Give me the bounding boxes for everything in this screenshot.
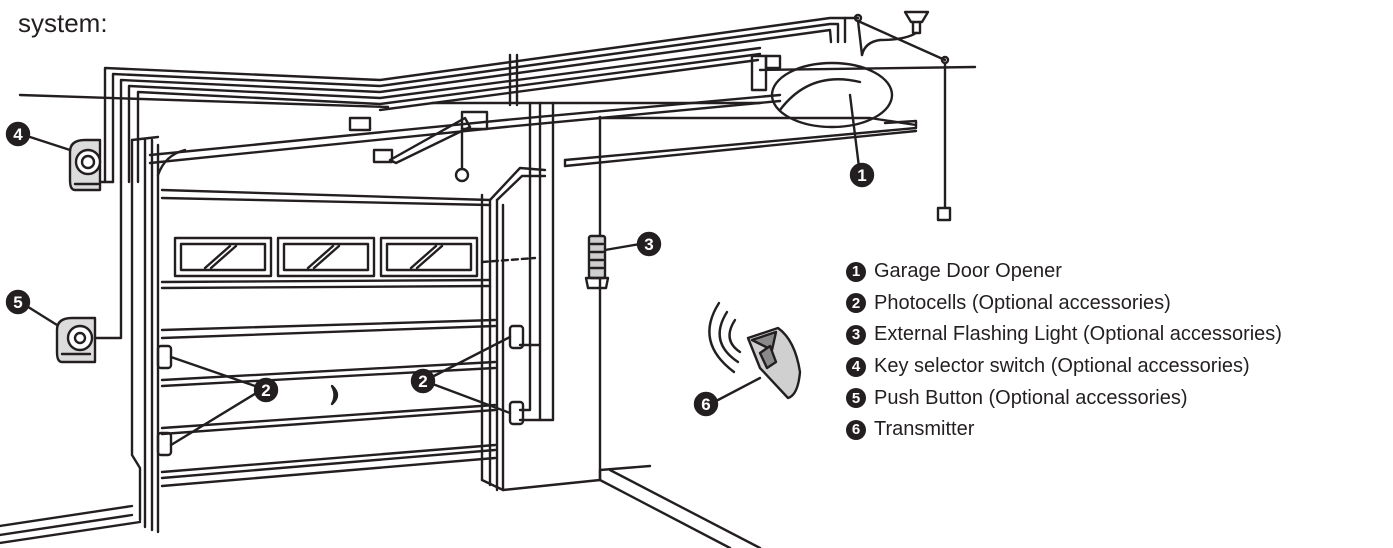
callout-3-label: 3 bbox=[644, 235, 653, 254]
external-flashing-light bbox=[584, 234, 642, 290]
garage-door-panels bbox=[160, 188, 497, 488]
floor-lines bbox=[0, 464, 762, 548]
callout-1: 1 bbox=[849, 162, 875, 188]
callout-1-label: 1 bbox=[857, 166, 866, 185]
callout-2-left-label: 2 bbox=[261, 381, 270, 400]
component-legend: 1 Garage Door Opener 2 Photocells (Optio… bbox=[846, 256, 1282, 446]
callout-4-label: 4 bbox=[13, 125, 23, 144]
legend-label: Key selector switch (Optional accessorie… bbox=[874, 355, 1250, 378]
legend-number: 4 bbox=[846, 356, 866, 377]
legend-number: 3 bbox=[846, 324, 866, 345]
legend-label: Photocells (Optional accessories) bbox=[874, 291, 1171, 314]
opener-rail bbox=[148, 53, 782, 183]
door-frame-left bbox=[130, 135, 187, 534]
ceiling-lines bbox=[18, 16, 977, 184]
key-selector-switch bbox=[28, 135, 115, 192]
transmitter-remote bbox=[708, 301, 802, 402]
legend-number: 6 bbox=[846, 419, 866, 440]
moon-icon bbox=[330, 384, 339, 406]
push-button-device bbox=[23, 180, 123, 364]
callout-4: 4 bbox=[5, 121, 31, 147]
callout-3: 3 bbox=[636, 231, 662, 257]
callout-5: 5 bbox=[5, 289, 31, 315]
legend-item-transmitter: 6 Transmitter bbox=[846, 414, 1282, 446]
legend-label: Garage Door Opener bbox=[874, 260, 1062, 283]
door-frame-right bbox=[480, 166, 547, 492]
legend-number: 2 bbox=[846, 293, 866, 314]
callout-2-left: 2 bbox=[253, 377, 279, 403]
legend-item-key-selector-switch: 4 Key selector switch (Optional accessor… bbox=[846, 351, 1282, 383]
wiring bbox=[480, 101, 555, 422]
legend-item-garage-door-opener: 1 Garage Door Opener bbox=[846, 256, 1282, 288]
callout-5-label: 5 bbox=[13, 293, 22, 312]
legend-label: Transmitter bbox=[874, 418, 975, 441]
legend-item-external-flashing-light: 3 External Flashing Light (Optional acce… bbox=[846, 319, 1282, 351]
garage-door-opener-unit bbox=[750, 54, 894, 177]
ceiling-lamp bbox=[843, 10, 952, 222]
legend-item-photocells: 2 Photocells (Optional accessories) bbox=[846, 288, 1282, 320]
callout-2-right: 2 bbox=[410, 368, 436, 394]
legend-number: 1 bbox=[846, 261, 866, 282]
callout-6: 6 bbox=[693, 391, 719, 417]
photocells bbox=[156, 324, 525, 457]
legend-item-push-button: 5 Push Button (Optional accessories) bbox=[846, 382, 1282, 414]
ceiling-beam bbox=[430, 101, 918, 482]
legend-label: External Flashing Light (Optional access… bbox=[874, 323, 1282, 346]
door-windows bbox=[173, 236, 479, 278]
diagram-caption: system: bbox=[18, 8, 108, 38]
legend-label: Push Button (Optional accessories) bbox=[874, 386, 1188, 409]
callout-2-right-label: 2 bbox=[418, 372, 427, 391]
callout-6-label: 6 bbox=[701, 395, 710, 414]
legend-number: 5 bbox=[846, 388, 866, 409]
